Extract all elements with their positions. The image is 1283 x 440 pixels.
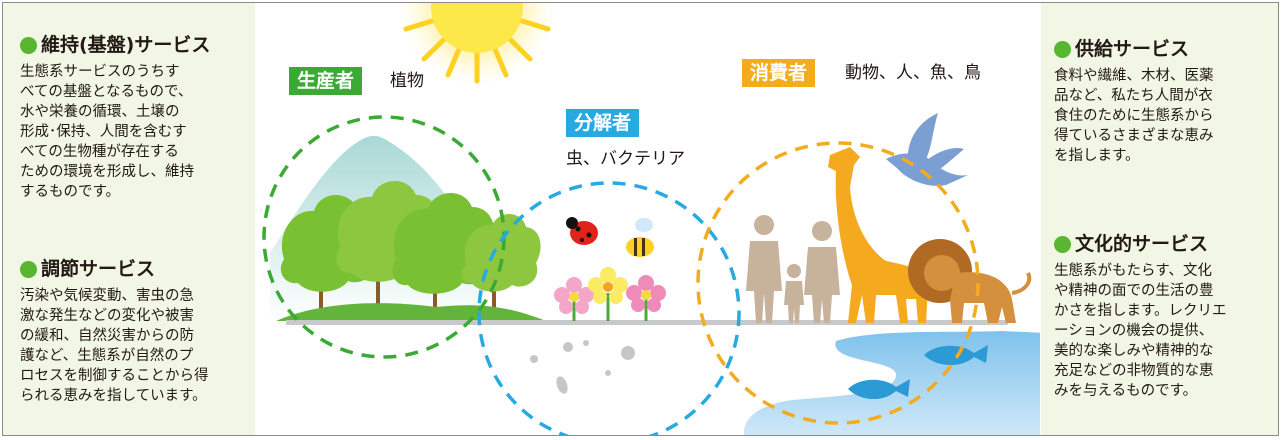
bee-icon [626, 218, 654, 257]
sun-icon [393, 3, 561, 91]
support-service: 維持(基盤)サービス 生態系サービスのうちす べての基盤となるもので、 水や栄養… [20, 33, 252, 202]
regulating-service-body: 汚染や気候変動、害虫の急 激な発生などの変化や被害 の緩和、自然災害からの防 護… [20, 288, 209, 404]
support-service-title: 維持(基盤)サービス [20, 33, 252, 57]
regulating-service: 調節サービス 汚染や気候変動、害虫の急 激な発生などの変化や被害 の緩和、自然災… [20, 257, 252, 406]
cultural-service: 文化的サービス 生態系がもたらす、文化 や精神の面での生活の豊 かさを指します。… [1054, 232, 1276, 401]
flower-icon [626, 275, 666, 321]
regulating-service-title-text: 調節サービス [41, 258, 156, 280]
support-service-body: 生態系サービスのうちす べての基盤となるもので、 水や栄養の循環、土壌の 形成･… [20, 64, 194, 200]
bullet-dot-icon [1054, 40, 1071, 58]
decomposer-desc: 虫、バクテリア [566, 149, 685, 169]
support-service-title-text: 維持(基盤)サービス [41, 34, 211, 56]
ground-line [286, 320, 1008, 325]
regulating-service-title: 調節サービス [20, 257, 252, 281]
provisioning-service-body: 食料や繊維、木材、医薬 品など、私たち人間が衣 食住のために生態系から 得ている… [1054, 68, 1214, 164]
decomposer-circle [477, 181, 741, 435]
flower-icon [554, 277, 594, 321]
producer-desc: 植物 [390, 71, 424, 91]
provisioning-service-title: 供給サービス [1054, 37, 1276, 61]
cultural-service-title: 文化的サービス [1054, 232, 1276, 256]
bullet-dot-icon [20, 36, 37, 54]
river-icon [743, 331, 1040, 435]
left-panel: 維持(基盤)サービス 生態系サービスのうちす べての基盤となるもので、 水や栄養… [3, 3, 255, 435]
fish-icon [924, 345, 988, 366]
consumer-circle [696, 141, 980, 425]
ladybug-icon [566, 217, 598, 245]
people-icon [746, 215, 840, 323]
bullet-dot-icon [20, 260, 37, 278]
soil-particles [530, 340, 635, 394]
provisioning-service: 供給サービス 食料や繊維、木材、医薬 品など、私たち人間が衣 食住のために生態系… [1054, 37, 1276, 166]
consumer-tag: 消費者 [742, 59, 816, 87]
right-panel: 供給サービス 食料や繊維、木材、医薬 品など、私たち人間が衣 食住のために生態系… [1041, 3, 1278, 435]
fish-icon [848, 379, 910, 400]
cultural-service-body: 生態系がもたらす、文化 や精神の面での生活の豊 かさを指します。レクリエ ーショ… [1054, 263, 1227, 399]
flower-icon [588, 267, 628, 321]
ecosystem-illustration [262, 3, 1040, 435]
decomposer-tag: 分解者 [566, 109, 640, 137]
lion-icon [908, 239, 1032, 323]
ecosystem-scene: 生産者 植物 分解者 虫、バクテリア 消費者 動物、人、魚、鳥 [256, 3, 1040, 435]
consumer-desc: 動物、人、魚、鳥 [845, 63, 981, 83]
provisioning-service-title-text: 供給サービス [1075, 38, 1190, 60]
bullet-dot-icon [1054, 235, 1071, 253]
tree-icon [461, 213, 541, 321]
producer-tag: 生産者 [289, 67, 363, 95]
cultural-service-title-text: 文化的サービス [1075, 233, 1209, 255]
giraffe-icon [828, 147, 928, 323]
